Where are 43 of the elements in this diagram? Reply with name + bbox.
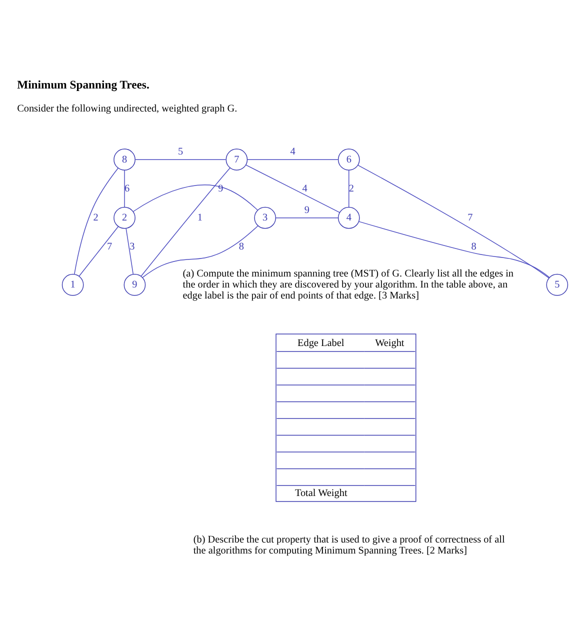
edge-label: 4 — [302, 183, 308, 194]
edge-label: 1 — [197, 212, 202, 224]
label: Weight — [375, 338, 404, 349]
edge-label: 6 — [124, 183, 130, 194]
connector — [132, 184, 258, 212]
connector — [142, 226, 258, 278]
node-circle: 4 — [338, 206, 360, 229]
edge-label: 8 — [238, 242, 244, 253]
edge-label: 8 — [471, 242, 476, 253]
connector — [74, 168, 118, 275]
connector — [140, 168, 230, 277]
edge-label: 7 — [107, 242, 112, 253]
node-circle: 2 — [114, 206, 136, 229]
node-circle: 5 — [546, 274, 568, 296]
label: Consider the following undirected, weighted graph G. — [17, 104, 238, 115]
connector — [358, 221, 550, 278]
connector — [78, 226, 119, 277]
connector — [124, 170, 125, 208]
edge-label: 2 — [93, 212, 98, 224]
diagram-title: Minimum Spanning Trees. — [17, 78, 150, 92]
node-circle: 9 — [124, 274, 146, 296]
label: Total Weight — [294, 488, 348, 499]
edge-label: 4 — [290, 146, 296, 158]
connector — [247, 159, 338, 160]
connector — [126, 228, 134, 275]
edge-label: 9 — [304, 204, 310, 216]
label: (b) Describe the cut property that is used to give a proof of correctness of all the algorithms for computing Minimum Spanning Trees. [2 Marks] — [193, 534, 505, 556]
connector — [134, 159, 226, 160]
node-circle: 6 — [338, 148, 360, 171]
label: Edge Label — [298, 338, 344, 349]
edge-label: 2 — [348, 183, 354, 194]
edge-label: 3 — [130, 242, 135, 253]
connector — [246, 164, 340, 213]
edge-label: 5 — [178, 146, 184, 158]
node-circle: 3 — [254, 206, 276, 229]
label: (a) Compute the minimum spanning tree (MST) of G. Clearly list all the edges in the order in which they are discovered by your algorithm. In the table above, an edge label is the pair of end points of that edge. [3 Marks] — [182, 268, 514, 302]
connector — [275, 217, 338, 218]
connector — [358, 164, 550, 278]
connector — [348, 170, 350, 208]
node-circle: 7 — [226, 148, 248, 171]
edge-label: 7 — [468, 212, 473, 224]
node-circle: 8 — [114, 148, 136, 171]
node-circle: 1 — [62, 274, 84, 296]
